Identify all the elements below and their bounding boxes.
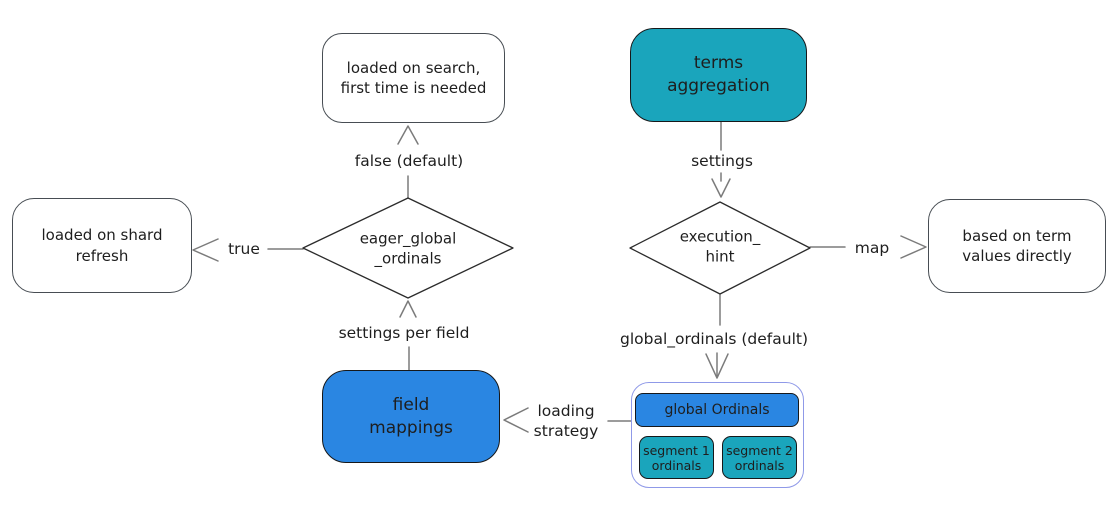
edge-label-settings-per-field: settings per field	[336, 322, 472, 344]
node-loaded-on-shard-refresh: loaded on shard refresh	[12, 198, 192, 293]
label-execution-hint: execution_ hint	[679, 227, 761, 266]
edge-label-false-default: false (default)	[352, 150, 466, 172]
arrowhead-up-false	[397, 125, 419, 145]
diamond-execution-hint	[629, 201, 811, 295]
node-global-ordinals: global Ordinals	[635, 393, 799, 427]
arrowhead-down-global-ordinals	[705, 353, 729, 379]
edge-label-true: true	[226, 238, 262, 260]
node-based-on-term-values: based on term values directly	[928, 199, 1106, 293]
node-field-mappings: field mappings	[322, 370, 500, 463]
node-segment-1-ordinals: segment 1 ordinals	[639, 436, 714, 479]
arrowhead-down-settings	[711, 178, 731, 198]
edge-label-map: map	[852, 237, 892, 259]
edge-label-global-ordinals-default: global_ordinals (default)	[617, 328, 811, 350]
arrowhead-left-loading-strategy	[503, 407, 529, 433]
edge-label-loading-strategy: loading strategy	[531, 400, 601, 442]
node-segment-2-ordinals: segment 2 ordinals	[722, 436, 797, 479]
label-eager-global-ordinals: eager_global _ordinals	[359, 229, 457, 268]
diamond-eager-global-ordinals	[302, 197, 514, 299]
edge-label-settings: settings	[689, 150, 755, 172]
arrowhead-right-map	[900, 235, 927, 259]
node-terms-aggregation: terms aggregation	[630, 28, 807, 122]
arrowhead-up-settings-per-field	[399, 300, 417, 318]
arrowhead-left-true	[192, 238, 219, 262]
node-loaded-on-search: loaded on search, first time is needed	[322, 33, 505, 123]
